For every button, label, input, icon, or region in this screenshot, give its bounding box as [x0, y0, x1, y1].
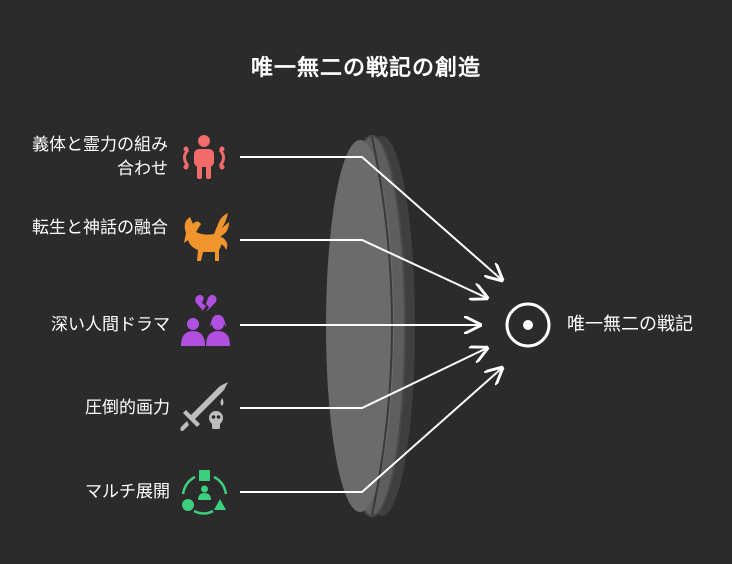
multi-shape-network-icon [181, 470, 228, 515]
diagram-title: 唯一無二の戦記の創造 [250, 56, 481, 81]
connector-2 [240, 239, 487, 298]
heartbreak-couple-icon [181, 294, 230, 346]
people-connected-icon [183, 135, 225, 179]
input-label-1: 義体と霊力の組み合わせ [32, 135, 168, 179]
connector-1 [240, 156, 502, 280]
connector-5 [240, 368, 502, 493]
input-label-2: 転生と神話の融合 [32, 218, 168, 238]
input-label-4: 圧倒的画力 [85, 398, 170, 418]
sword-skull-icon [180, 382, 228, 431]
target-icon [505, 302, 551, 348]
connector-lines [240, 156, 502, 493]
target-label: 唯一無二の戦記 [567, 314, 693, 335]
connector-4 [240, 348, 487, 409]
pegasus-icon [184, 213, 229, 261]
input-label-3: 深い人間ドラマ [51, 315, 170, 335]
input-label-5: マルチ展開 [85, 482, 170, 502]
